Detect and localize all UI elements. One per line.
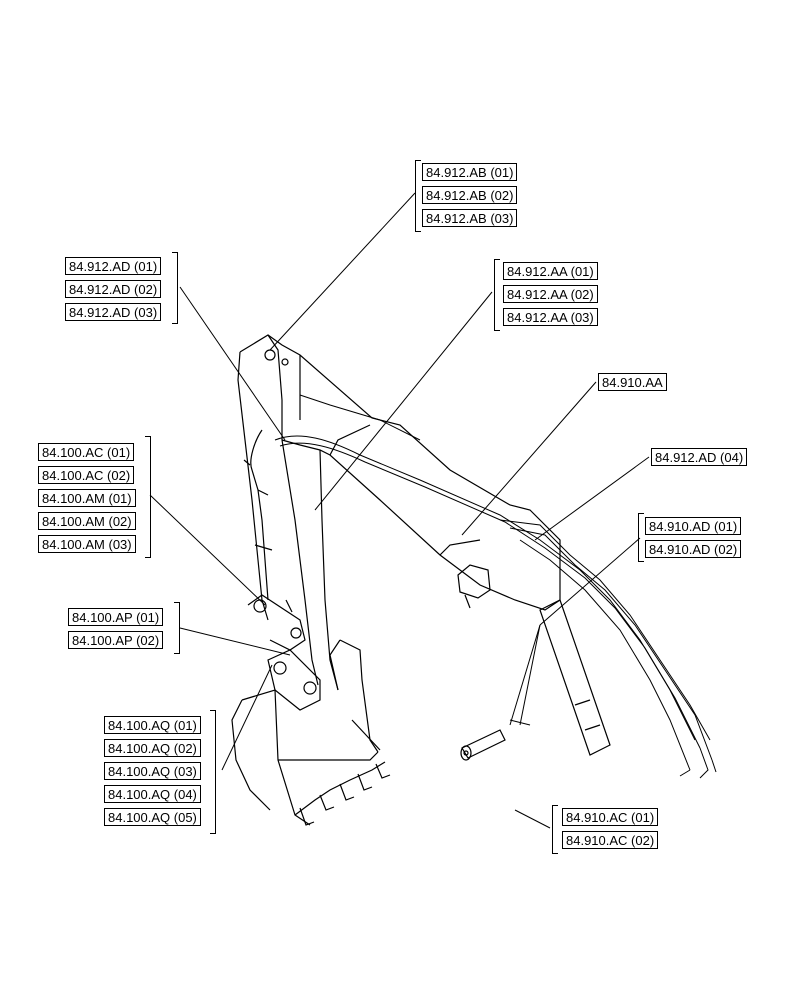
bracket-right — [210, 710, 216, 834]
label-84-100-ap-02[interactable]: 84.100.AP (02) — [68, 631, 164, 649]
label-84-912-ad-03[interactable]: 84.912.AD (03) — [65, 303, 162, 321]
bracket-right — [172, 252, 178, 324]
bracket-left — [415, 160, 421, 232]
arm-outline — [237, 334, 561, 691]
label-84-100-aq-05[interactable]: 84.100.AQ (05) — [104, 808, 201, 826]
bracket-right — [145, 436, 151, 558]
label-84-912-ad-01[interactable]: 84.912.AD (01) — [65, 257, 162, 275]
bucket — [231, 594, 391, 826]
label-84-100-am-02[interactable]: 84.100.AM (02) — [38, 512, 136, 530]
label-84-100-aq-01[interactable]: 84.100.AQ (01) — [104, 716, 201, 734]
leader-lines — [149, 192, 650, 829]
label-84-912-aa-01[interactable]: 84.912.AA (01) — [503, 262, 598, 280]
arm-hoses-left — [243, 429, 293, 613]
label-84-100-aq-02[interactable]: 84.100.AQ (02) — [104, 739, 201, 757]
bracket-left — [638, 513, 644, 562]
bracket — [457, 564, 491, 609]
label-84-912-ab-03[interactable]: 84.912.AB (03) — [422, 209, 518, 227]
hydraulic-hoses — [274, 394, 717, 779]
label-84-100-am-01[interactable]: 84.100.AM (01) — [38, 489, 136, 507]
label-84-912-ad-04[interactable]: 84.912.AD (04) — [651, 448, 748, 466]
label-84-910-ac-02[interactable]: 84.910.AC (02) — [562, 831, 659, 849]
label-84-100-ac-01[interactable]: 84.100.AC (01) — [38, 443, 135, 461]
cylinder-rod — [539, 599, 611, 756]
label-84-100-aq-03[interactable]: 84.100.AQ (03) — [104, 762, 201, 780]
label-84-100-am-03[interactable]: 84.100.AM (03) — [38, 535, 136, 553]
label-84-912-ad-02[interactable]: 84.912.AD (02) — [65, 280, 162, 298]
label-84-100-aq-04[interactable]: 84.100.AQ (04) — [104, 785, 201, 803]
label-84-100-ap-01[interactable]: 84.100.AP (01) — [68, 608, 164, 626]
label-84-912-aa-02[interactable]: 84.912.AA (02) — [503, 285, 598, 303]
label-84-910-ac-01[interactable]: 84.910.AC (01) — [562, 808, 659, 826]
label-84-910-ad-01[interactable]: 84.910.AD (01) — [645, 517, 742, 535]
pin-part — [460, 729, 506, 761]
bracket-left — [552, 805, 558, 854]
bracket-left — [494, 259, 500, 331]
label-84-910-aa[interactable]: 84.910.AA — [598, 373, 667, 391]
label-84-912-ab-02[interactable]: 84.912.AB (02) — [422, 186, 518, 204]
bracket-right — [174, 602, 180, 654]
label-84-910-ad-02[interactable]: 84.910.AD (02) — [645, 540, 742, 558]
label-84-912-ab-01[interactable]: 84.912.AB (01) — [422, 163, 518, 181]
label-84-912-aa-03[interactable]: 84.912.AA (03) — [503, 308, 598, 326]
label-84-100-ac-02[interactable]: 84.100.AC (02) — [38, 466, 135, 484]
